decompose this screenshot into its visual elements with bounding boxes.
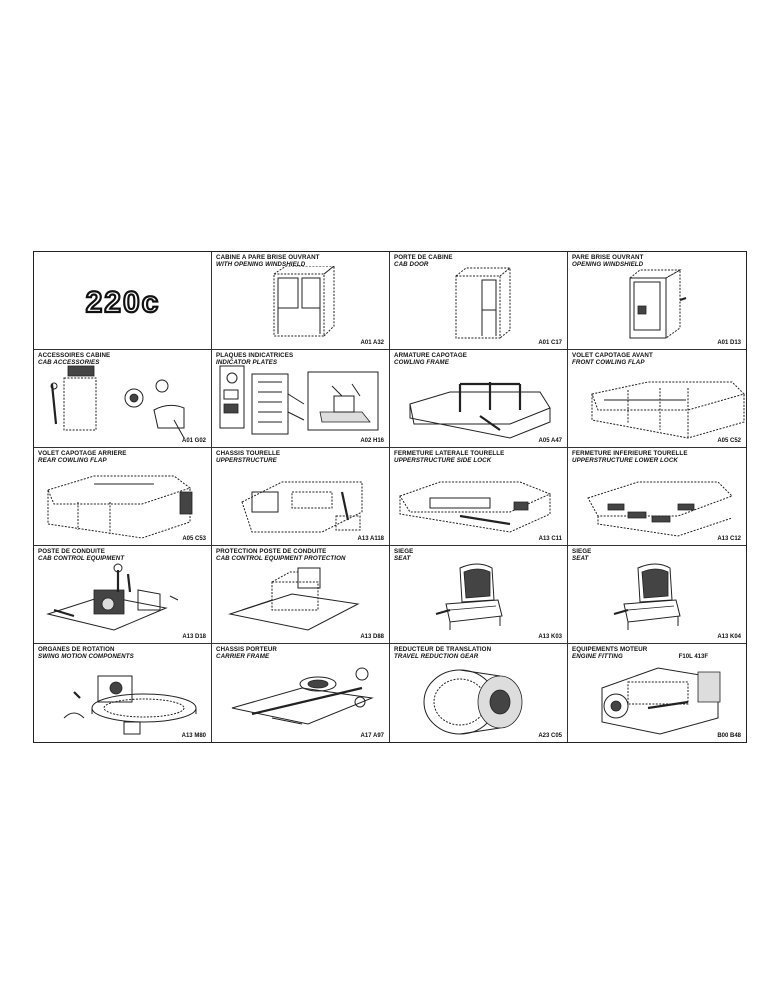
english-caption: Upperstructure side lock: [394, 457, 492, 464]
french-caption: Chassis porteur: [216, 646, 277, 653]
cab-illustration: [212, 266, 390, 344]
indicator-plates-illustration: [212, 364, 390, 442]
french-caption: Plaques indicatrices: [216, 352, 294, 359]
parts-cell-lower-lock[interactable]: Fermeture inferieure tourelle Upperstruc…: [568, 448, 746, 546]
lower-lock-illustration: [568, 462, 746, 540]
title-cell: 220c: [34, 252, 212, 350]
cab-accessories-illustration: [34, 364, 212, 442]
french-caption: Fermeture inferieure tourelle: [572, 450, 688, 457]
french-caption: Poste de conduite: [38, 548, 106, 555]
parts-cell-seat[interactable]: Siege Seat A13 K03: [390, 546, 568, 644]
parts-cell-control-equipment[interactable]: Poste de conduite Cab control equipment …: [34, 546, 212, 644]
parts-cell-indicator-plates[interactable]: Plaques indicatrices Indicator plates A0…: [212, 350, 390, 448]
english-caption: Indicator plates: [216, 359, 278, 366]
english-caption: Upperstructure: [216, 457, 277, 464]
parts-cell-cab[interactable]: Cabine a pare brise ouvrant With opening…: [212, 252, 390, 350]
parts-cell-cab-accessories[interactable]: Accessoires cabine Cab accessories A01 G…: [34, 350, 212, 448]
parts-cell-seat[interactable]: Siege Seat A13 K04: [568, 546, 746, 644]
french-caption: Reducteur de translation: [394, 646, 492, 653]
engine-model-label: F10L 413F: [678, 654, 708, 660]
parts-cell-cab-door[interactable]: Porte de cabine Cab door A01 C17: [390, 252, 568, 350]
parts-cell-rear-flap[interactable]: Volet capotage arrière Rear cowling flap…: [34, 448, 212, 546]
english-caption: With opening windshield: [216, 261, 306, 268]
cowling-frame-illustration: [390, 364, 568, 442]
part-code: A13 C11: [538, 536, 562, 542]
english-caption: Upperstructure lower lock: [572, 457, 678, 464]
parts-cell-front-flap[interactable]: Volet capotage avant Front cowling flap …: [568, 350, 746, 448]
carrier-frame-illustration: [212, 658, 390, 736]
french-caption: Siege: [572, 548, 592, 555]
part-code: A05 A47: [538, 438, 562, 444]
english-caption: Travel reduction gear: [394, 653, 479, 660]
parts-cell-side-lock[interactable]: Fermeture laterale tourelle Upperstructu…: [390, 448, 568, 546]
part-code: A01 A32: [360, 340, 384, 346]
part-code: A02 H16: [360, 438, 384, 444]
part-code: A13 D88: [360, 634, 384, 640]
english-caption: Cowling frame: [394, 359, 449, 366]
rear-flap-illustration: [34, 462, 212, 540]
model-title: 220c: [86, 286, 161, 319]
english-caption: Cab control equipment: [38, 555, 125, 562]
parts-cell-windshield[interactable]: Pare brise ouvrant Opening windshield A0…: [568, 252, 746, 350]
english-caption: Seat: [572, 555, 589, 562]
french-caption: Organes de rotation: [38, 646, 115, 653]
french-caption: Volet capotage avant: [572, 352, 653, 359]
french-caption: Cabine a pare brise ouvrant: [216, 254, 320, 261]
parts-cell-upperstructure[interactable]: Chassis tourelle Upperstructure A13 A118: [212, 448, 390, 546]
part-code: A23 C05: [538, 733, 562, 739]
english-caption: Seat: [394, 555, 411, 562]
control-equipment-illustration: [34, 560, 212, 638]
swing-components-illustration: [34, 658, 212, 736]
part-code: A13 A118: [357, 536, 384, 542]
english-caption: Cab door: [394, 261, 429, 268]
parts-cell-carrier-frame[interactable]: Chassis porteur Carrier frame A17 A97: [212, 644, 390, 742]
parts-cell-control-protection[interactable]: Protection poste de conduite Cab control…: [212, 546, 390, 644]
english-caption: Rear cowling flap: [38, 457, 107, 464]
part-code: B00 B48: [717, 733, 741, 739]
part-code: A05 C53: [182, 536, 206, 542]
cab-door-illustration: [390, 266, 568, 344]
part-code: A17 A97: [360, 733, 384, 739]
part-code: A01 C17: [538, 340, 562, 346]
french-caption: Siege: [394, 548, 414, 555]
upperstructure-illustration: [212, 462, 390, 540]
part-code: A05 C52: [717, 438, 741, 444]
part-code: A13 K03: [538, 634, 562, 640]
english-caption: Front cowling flap: [572, 359, 645, 366]
part-code: A01 G02: [181, 438, 206, 444]
french-caption: Porte de cabine: [394, 254, 453, 261]
reduction-gear-illustration: [390, 658, 568, 736]
parts-cell-swing-components[interactable]: Organes de rotation Swing motion compone…: [34, 644, 212, 742]
part-code: A13 C12: [717, 536, 741, 542]
french-caption: Fermeture laterale tourelle: [394, 450, 505, 457]
seat-illustration: [568, 560, 746, 638]
part-code: A13 D18: [182, 634, 206, 640]
english-caption: Opening windshield: [572, 261, 644, 268]
french-caption: Armature capotage: [394, 352, 467, 359]
english-caption: Swing motion components: [38, 653, 134, 660]
control-protection-illustration: [212, 560, 390, 638]
english-caption: Carrier frame: [216, 653, 270, 660]
parts-cell-cowling-frame[interactable]: Armature capotage Cowling frame A05 A47: [390, 350, 568, 448]
part-code: A13 K04: [717, 634, 741, 640]
part-code: A01 D13: [717, 340, 741, 346]
english-caption: Cab accessories: [38, 359, 100, 366]
french-caption: Volet capotage arrière: [38, 450, 127, 457]
english-caption: Cab control equipment protection: [216, 555, 346, 562]
part-code: A13 M80: [181, 733, 206, 739]
side-lock-illustration: [390, 462, 568, 540]
windshield-illustration: [568, 266, 746, 344]
french-caption: Chassis tourelle: [216, 450, 281, 457]
seat-illustration: [390, 560, 568, 638]
parts-cell-engine[interactable]: Equipements moteur Engine fitting B00 B4…: [568, 644, 746, 742]
french-caption: Equipements moteur: [572, 646, 648, 653]
engine-illustration: [568, 658, 746, 736]
front-flap-illustration: [568, 364, 746, 442]
english-caption: Engine fitting: [572, 653, 623, 660]
parts-index-sheet: 220c Cabine a pare brise ouvrant With op…: [33, 251, 747, 743]
french-caption: Protection poste de conduite: [216, 548, 327, 555]
french-caption: Accessoires cabine: [38, 352, 111, 359]
french-caption: Pare brise ouvrant: [572, 254, 644, 261]
parts-cell-reduction-gear[interactable]: Reducteur de translation Travel reductio…: [390, 644, 568, 742]
